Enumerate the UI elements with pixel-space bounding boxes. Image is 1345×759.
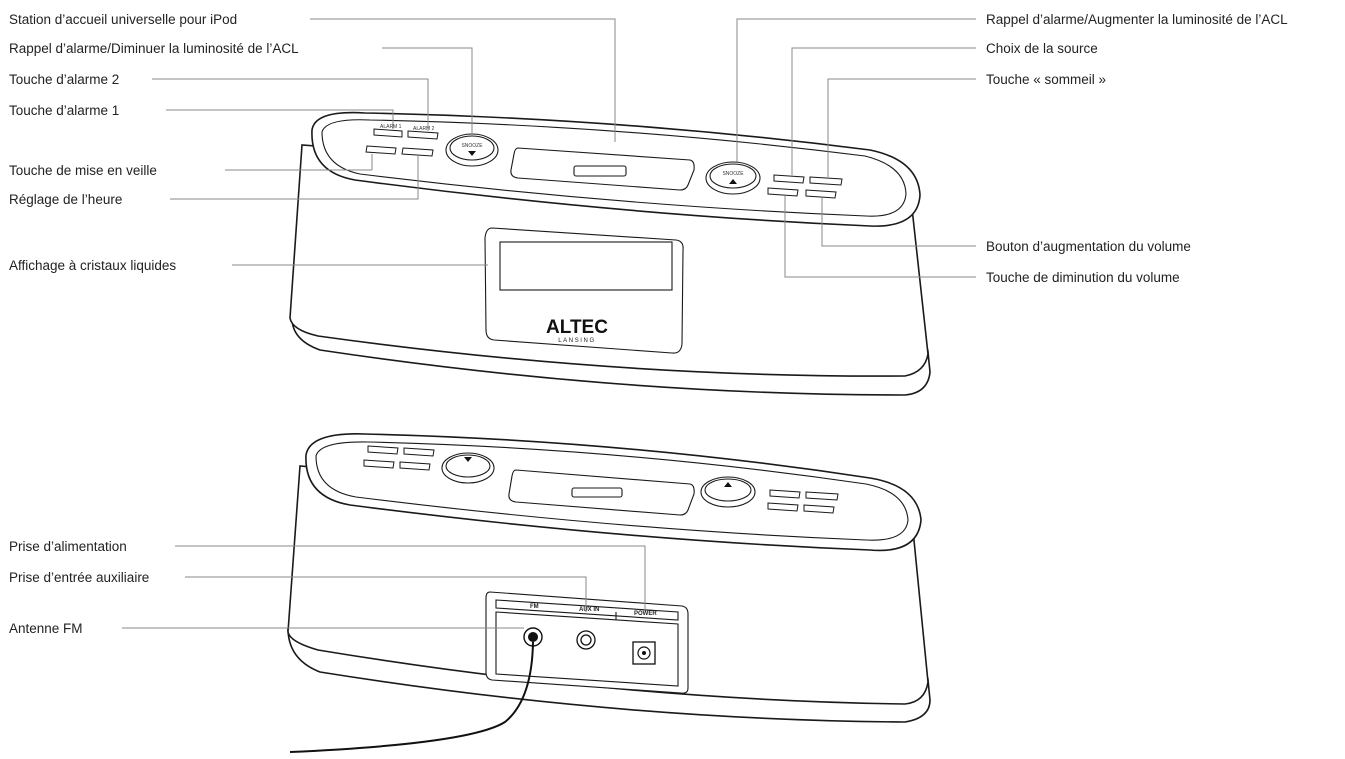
callout-labels: Station d’accueil universelle pour iPod … [9, 12, 1288, 636]
label-time-set: Réglage de l’heure [9, 192, 122, 207]
front-view-device: ALARM 1 ALARM 2 SNOOZE SNOOZE ALTEC LANS… [289, 111, 931, 396]
svg-text:SNOOZE: SNOOZE [722, 171, 744, 177]
time-set-button[interactable] [401, 147, 434, 157]
label-snooze-bright: Rappel d’alarme/Augmenter la luminosité … [986, 12, 1288, 27]
rear-panel: FM AUX IN POWER [485, 591, 689, 694]
svg-text:ALARM 2: ALARM 2 [413, 126, 435, 132]
alarm-1-button[interactable] [373, 128, 403, 138]
lcd-display: ALTEC LANSING [484, 227, 684, 354]
sleep-button[interactable] [809, 176, 843, 186]
label-dock: Station d’accueil universelle pour iPod [9, 12, 237, 27]
label-lcd: Affichage à cristaux liquides [9, 258, 176, 273]
label-alarm-1: Touche d’alarme 1 [9, 103, 119, 118]
label-standby: Touche de mise en veille [9, 163, 157, 178]
label-fm-antenna: Antenne FM [9, 621, 83, 636]
brand-logo: ALTEC [546, 317, 608, 338]
snooze-bright-button[interactable]: SNOOZE [705, 161, 761, 195]
svg-text:POWER: POWER [634, 611, 657, 617]
snooze-dim-button[interactable]: SNOOZE [445, 133, 499, 167]
volume-down-button[interactable] [767, 187, 799, 197]
triangle-up-icon [729, 179, 737, 184]
aux-in-jack[interactable] [576, 630, 596, 650]
label-volume-up: Bouton d’augmentation du volume [986, 239, 1191, 254]
label-volume-down: Touche de diminution du volume [986, 270, 1180, 285]
standby-button[interactable] [365, 145, 397, 155]
fm-antenna-jack[interactable] [523, 627, 543, 647]
label-snooze-dim: Rappel d’alarme/Diminuer la luminosité d… [9, 41, 299, 56]
leader-lines [122, 18, 976, 629]
source-button[interactable] [773, 174, 805, 184]
volume-up-button[interactable] [805, 189, 837, 199]
label-aux-jack: Prise d’entrée auxiliaire [9, 570, 149, 585]
brand-logo-sub: LANSING [558, 338, 596, 344]
svg-text:AUX IN: AUX IN [579, 607, 599, 613]
svg-text:ALARM 1: ALARM 1 [380, 124, 402, 130]
svg-text:FM: FM [530, 604, 539, 610]
label-source: Choix de la source [986, 41, 1098, 56]
triangle-down-icon [468, 151, 476, 156]
back-view-device: FM AUX IN POWER [287, 433, 931, 753]
label-sleep: Touche « sommeil » [986, 72, 1106, 87]
svg-text:SNOOZE: SNOOZE [461, 143, 483, 149]
alarm-2-button[interactable] [407, 130, 439, 140]
label-alarm-2: Touche d’alarme 2 [9, 72, 119, 87]
ipod-dock[interactable] [510, 147, 695, 191]
power-jack[interactable] [632, 641, 656, 665]
label-power-jack: Prise d’alimentation [9, 539, 127, 554]
fm-antenna-wire [289, 641, 534, 753]
